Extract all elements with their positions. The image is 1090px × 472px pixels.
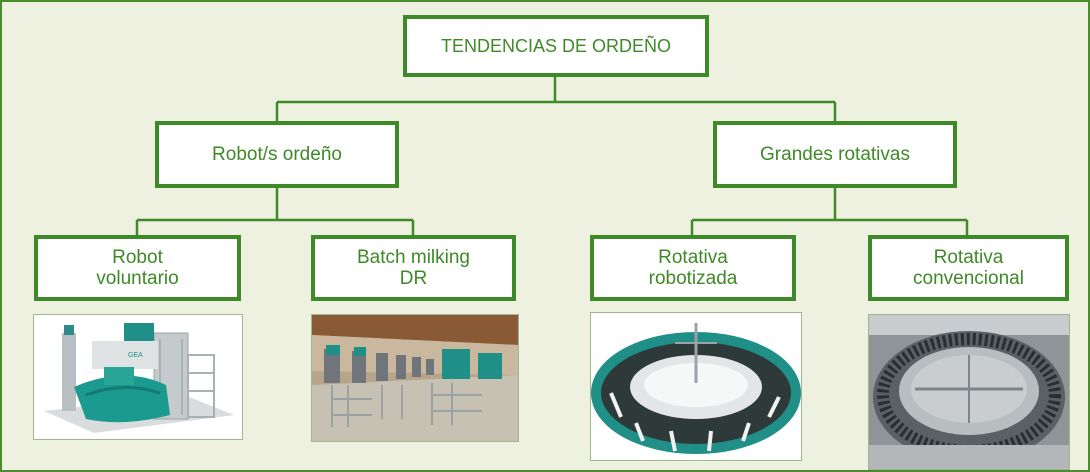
svg-text:GEA: GEA [128, 352, 143, 359]
branch-label: Robot/s ordeño [212, 144, 342, 165]
leaf-rotativa-convencional: Rotativa convencional [868, 235, 1069, 301]
rotativa-convencional-photo [868, 314, 1070, 470]
branch-grandes-rotativas: Grandes rotativas [713, 121, 957, 188]
rotativa-robotizada-photo [590, 312, 802, 461]
batch-milking-photo [311, 314, 519, 442]
leaf-label: Robot voluntario [96, 247, 179, 289]
root-label: TENDENCIAS DE ORDEÑO [440, 35, 672, 56]
robot-voluntario-photo: GEA [33, 314, 243, 440]
leaf-robot-voluntario: Robot voluntario [34, 235, 241, 301]
branch-robot-ordeno: Robot/s ordeño [155, 121, 399, 188]
leaf-label: Rotativa robotizada [648, 247, 738, 289]
leaf-label: Batch milking DR [357, 247, 470, 289]
leaf-rotativa-robotizada: Rotativa robotizada [590, 235, 796, 301]
branch-label: Grandes rotativas [760, 144, 910, 165]
leaf-label: Rotativa convencional [913, 247, 1024, 289]
leaf-batch-milking: Batch milking DR [311, 235, 516, 301]
root-node: TENDENCIAS DE ORDEÑO [403, 15, 709, 77]
